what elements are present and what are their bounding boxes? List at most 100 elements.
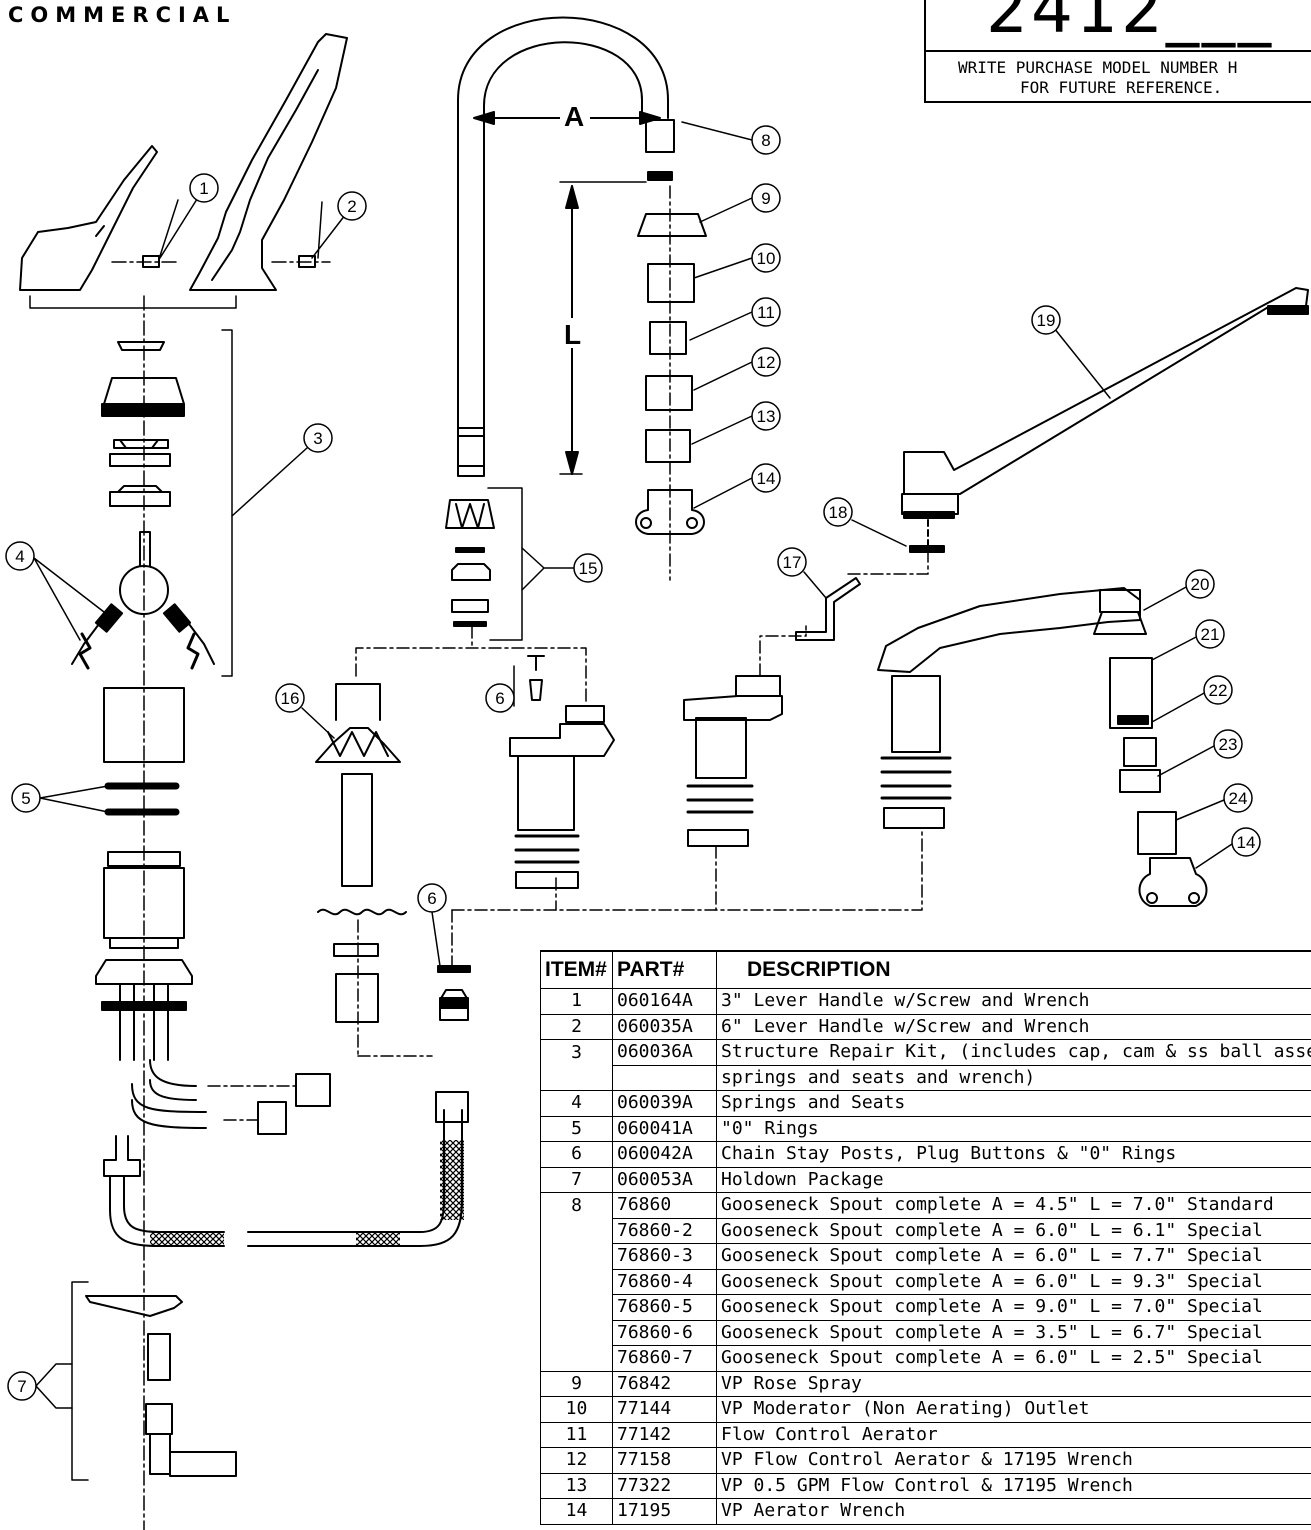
dimension-a-label: A [564,101,584,132]
cell-description: Gooseneck Spout complete A = 6.0" L = 7.… [716,1243,1311,1270]
cell-description: Chain Stay Posts, Plug Buttons & "0" Rin… [716,1141,1311,1168]
valve-body [95,851,193,1061]
parts-table-header: ITEM# PART# DESCRIPTION [540,950,1311,989]
cell-description: VP Moderator (Non Aerating) Outlet [716,1396,1311,1423]
brand-title: COMMERCIAL [8,3,237,27]
callout-19: 19 [1037,311,1056,330]
callout-22: 22 [1209,681,1228,700]
cam-link [795,577,861,641]
cell-part: 76860-4 [612,1268,717,1295]
cell-part: 060036A [612,1039,717,1066]
table-row: springs and seats and wrench) [540,1064,1311,1091]
cell-part: 76860-7 [612,1345,717,1372]
cell-item: 6 [540,1141,613,1168]
spout-base [315,683,407,1023]
model-note-line1: WRITE PURCHASE MODEL NUMBER H [958,58,1238,77]
cell-item: 8 [540,1192,613,1218]
cell-part: 76860-5 [612,1294,717,1321]
cell-part: 77322 [612,1472,717,1499]
valve-body-left [509,705,615,889]
cell-part: 060041A [612,1115,717,1142]
cell-item: 1 [540,988,613,1015]
cell-description: Gooseneck Spout complete A = 6.0" L = 6.… [716,1217,1311,1244]
cell-description: VP Flow Control Aerator & 17195 Wrench [716,1447,1311,1474]
cell-item: 3 [540,1039,613,1065]
model-number: 2412___ [986,0,1274,48]
callout-14-upper: 14 [757,469,776,488]
callout-4: 4 [15,547,24,566]
model-note-line2: FOR FUTURE REFERENCE. [1020,78,1223,97]
cell-item: 13 [540,1472,613,1499]
cell-item: 14 [540,1498,613,1525]
lever-handle-3in [19,145,160,291]
gooseneck-spout [457,16,675,477]
swing-outlets [1093,589,1208,907]
callout-20: 20 [1191,575,1210,594]
cell-item: 5 [540,1115,613,1142]
callout-23: 23 [1219,735,1238,754]
cell-description: Holdown Package [716,1166,1311,1193]
cell-part: 060053A [612,1166,717,1193]
cell-part: 060164A [612,988,717,1015]
header-description: DESCRIPTION [716,950,1311,989]
cell-item: 2 [540,1013,613,1040]
cell-part [612,1064,717,1091]
callout-10: 10 [757,249,776,268]
model-number-field: 2412___ [926,0,1311,52]
cell-item: 11 [540,1421,613,1448]
header-item: ITEM# [540,950,613,989]
cell-description: VP Rose Spray [716,1370,1311,1397]
callout-9: 9 [761,189,770,208]
cell-description: VP Aerator Wrench [716,1498,1311,1525]
callout-2: 2 [347,197,356,216]
chain-stay-post-upper [513,655,545,707]
callout-13: 13 [757,407,776,426]
cell-description: "0" Rings [716,1115,1311,1142]
cell-description: springs and seats and wrench) [716,1064,1311,1091]
callout-1: 1 [199,179,208,198]
callout-24: 24 [1229,789,1248,808]
callout-6-lower: 6 [427,889,436,908]
cell-item [540,1218,613,1244]
callout-21: 21 [1201,625,1220,644]
cell-description: Gooseneck Spout complete A = 6.0" L = 2.… [716,1345,1311,1372]
model-number-box: 2412___ WRITE PURCHASE MODEL NUMBER H FO… [924,0,1311,103]
cell-description: Gooseneck Spout complete A = 4.5" L = 7.… [716,1192,1311,1219]
cell-description: Gooseneck Spout complete A = 3.5" L = 6.… [716,1319,1311,1346]
callout-5: 5 [21,789,30,808]
callout-7: 7 [17,1377,26,1396]
callout-3: 3 [313,429,322,448]
cell-description: Gooseneck Spout complete A = 9.0" L = 7.… [716,1294,1311,1321]
cell-description: Springs and Seats [716,1090,1311,1117]
cell-description: Structure Repair Kit, (includes cap, cam… [716,1039,1311,1066]
cell-part: 060039A [612,1090,717,1117]
cell-item [540,1345,613,1372]
cell-item [540,1243,613,1269]
callout-11: 11 [757,303,775,322]
cell-part: 060042A [612,1141,717,1168]
cell-part: 77158 [612,1447,717,1474]
cell-item [540,1294,613,1320]
cell-part: 76860-3 [612,1243,717,1270]
cell-item: 10 [540,1396,613,1423]
cell-part: 17195 [612,1498,717,1525]
cell-part: 77144 [612,1396,717,1423]
callout-12: 12 [757,353,776,372]
callout-8: 8 [761,131,770,150]
cell-item [540,1269,613,1295]
spout-arm [877,587,1141,829]
